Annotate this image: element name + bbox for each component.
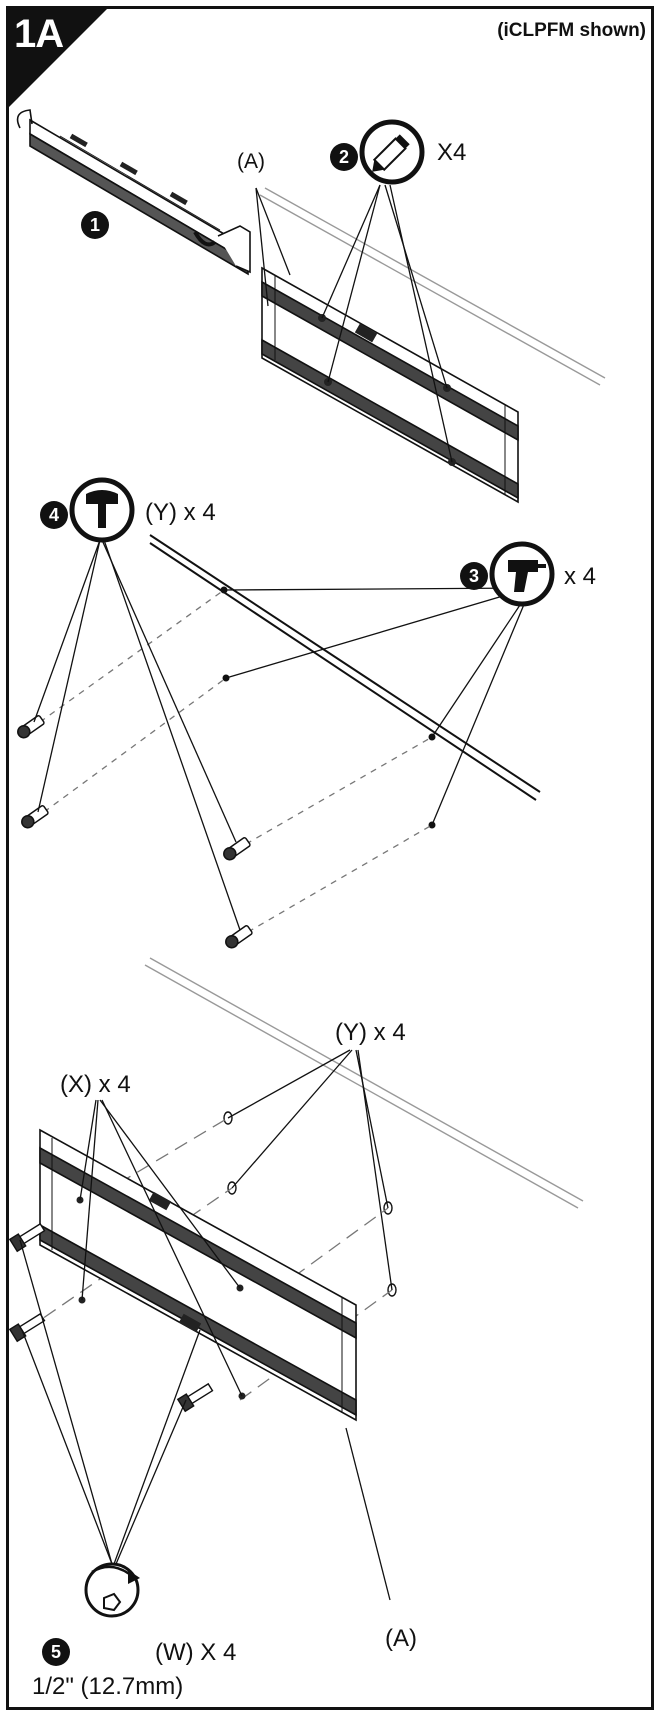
leader-line-a-bottom [345, 1427, 391, 1601]
leader-lines-pencil [321, 184, 453, 463]
wall-line [144, 957, 584, 1209]
panel-3: (Y) x 4 (X) x 4 (A) 5 (W) X 4 1/2" (12.7… [8, 957, 584, 1700]
step-badge-2: 2 [330, 143, 358, 171]
leader-lines-x [79, 1099, 243, 1397]
drill-holes [220, 586, 436, 829]
pencil-icon [359, 119, 425, 185]
socket-wrench-icon [84, 1562, 140, 1618]
lag-bolts [8, 1222, 214, 1413]
panel-2: 4 (Y) x 4 3 x 4 [17, 477, 596, 949]
step-corner-tab [6, 6, 110, 110]
step-badge-4: 4 [40, 501, 68, 529]
leader-lines-wrench [19, 1239, 201, 1565]
qty-wrench: (W) X 4 [155, 1639, 236, 1666]
rail-bracket [16, 109, 251, 276]
leader-lines-a-top [255, 187, 291, 307]
step-badge-3: 3 [460, 562, 488, 590]
svg-text:2: 2 [339, 147, 349, 167]
wall-plate-a-top [261, 266, 519, 504]
wall-line [259, 187, 606, 386]
qty-pencil: X4 [437, 139, 466, 166]
leader-lines-hammer [33, 539, 241, 931]
page-frame [6, 6, 654, 1710]
step-badge-5: 5 [42, 1638, 70, 1666]
qty-drill: x 4 [564, 563, 596, 590]
label-a-top: (A) [237, 150, 265, 173]
insertion-paths [39, 589, 433, 933]
label-washers: (X) x 4 [60, 1071, 131, 1098]
wall-edge [149, 534, 541, 801]
step-badge-1: 1 [81, 211, 109, 239]
label-a-bottom: (A) [385, 1625, 417, 1652]
svg-text:5: 5 [51, 1642, 61, 1662]
socket-size: 1/2" (12.7mm) [32, 1673, 183, 1700]
qty-hammer: (Y) x 4 [145, 499, 216, 526]
model-note: (iCLPFM shown) [497, 20, 646, 41]
step-number: 1A [14, 12, 64, 56]
svg-text:3: 3 [469, 566, 479, 586]
leader-lines-y [227, 1049, 393, 1291]
wall-anchors [17, 715, 253, 949]
label-anchors: (Y) x 4 [335, 1019, 406, 1046]
wall-plate-a-bottom [39, 1128, 357, 1422]
panel-1: (A) 1 2 X4 [16, 109, 606, 504]
svg-text:4: 4 [49, 505, 59, 525]
drill-icon [489, 541, 555, 607]
hammer-icon [69, 477, 135, 543]
svg-text:1: 1 [90, 215, 100, 235]
